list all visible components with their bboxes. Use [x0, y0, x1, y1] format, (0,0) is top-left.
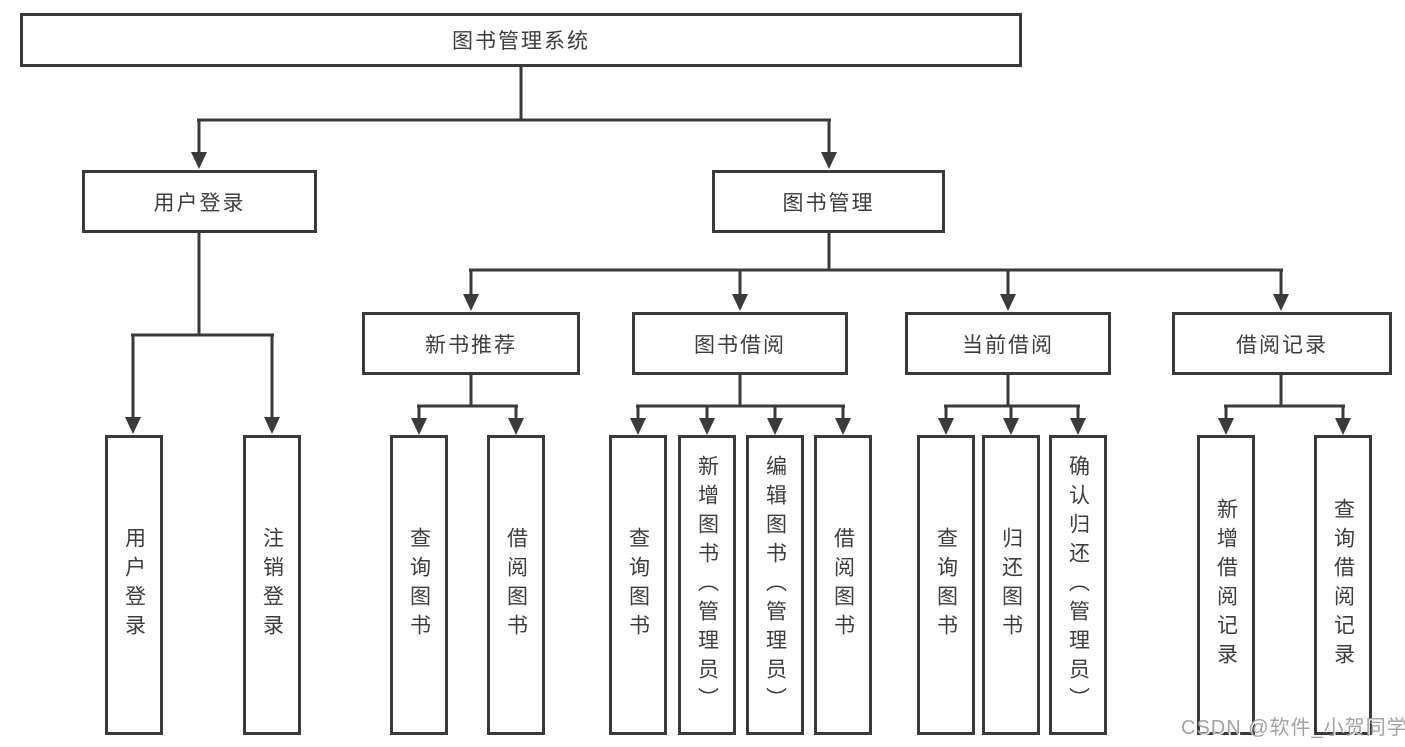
leaf-borrowing-query-books: 查询图书 [609, 435, 667, 735]
leaf-edit-books-admin: 编辑图书（管理员） [746, 435, 804, 735]
node-new-book-recommend: 新书推荐 [362, 312, 580, 375]
node-book-borrowing-label: 图书借阅 [694, 333, 786, 357]
node-user-login-branch: 用户登录 [82, 170, 317, 233]
leaf-recommend-query-books: 查询图书 [390, 435, 448, 735]
leaf-add-borrow-record: 新增借阅记录 [1197, 435, 1255, 735]
leaf-logout: 注销登录 [243, 435, 301, 735]
leaf-return-books-label: 归还图书 [999, 527, 1023, 643]
csdn-watermark: CSDN @软件_小贺同学 [1181, 717, 1405, 739]
node-book-management-branch: 图书管理 [712, 170, 945, 233]
leaf-user-login-label: 用户登录 [122, 527, 146, 643]
leaf-confirm-return-admin: 确认归还（管理员） [1049, 435, 1107, 735]
leaf-borrowing-query-books-label: 查询图书 [626, 527, 650, 643]
node-book-borrowing: 图书借阅 [632, 312, 848, 375]
node-current-borrowing-label: 当前借阅 [962, 333, 1054, 357]
node-current-borrowing: 当前借阅 [905, 312, 1111, 375]
node-user-login-branch-label: 用户登录 [153, 191, 246, 215]
node-borrowing-records: 借阅记录 [1172, 312, 1392, 375]
leaf-current-query-books: 查询图书 [917, 435, 975, 735]
leaf-query-borrow-record: 查询借阅记录 [1314, 435, 1372, 735]
leaf-confirm-return-admin-label: 确认归还（管理员） [1066, 454, 1090, 716]
leaf-edit-books-admin-label: 编辑图书（管理员） [763, 454, 787, 716]
leaf-query-borrow-record-label: 查询借阅记录 [1331, 498, 1355, 672]
leaf-add-books-admin-label: 新增图书（管理员） [695, 454, 719, 716]
node-root: 图书管理系统 [20, 13, 1022, 67]
leaf-recommend-query-books-label: 查询图书 [407, 527, 431, 643]
leaf-user-login: 用户登录 [105, 435, 163, 735]
node-new-book-recommend-label: 新书推荐 [425, 333, 517, 357]
node-borrowing-records-label: 借阅记录 [1236, 333, 1328, 357]
leaf-recommend-borrow-books-label: 借阅图书 [504, 527, 528, 643]
leaf-borrowing-borrow-books: 借阅图书 [814, 435, 872, 735]
leaf-current-query-books-label: 查询图书 [934, 527, 958, 643]
leaf-borrowing-borrow-books-label: 借阅图书 [831, 527, 855, 643]
leaf-add-borrow-record-label: 新增借阅记录 [1214, 498, 1238, 672]
node-book-management-branch-label: 图书管理 [782, 191, 875, 215]
leaf-add-books-admin: 新增图书（管理员） [678, 435, 736, 735]
leaf-return-books: 归还图书 [982, 435, 1040, 735]
leaf-recommend-borrow-books: 借阅图书 [487, 435, 545, 735]
leaf-logout-label: 注销登录 [260, 527, 284, 643]
node-root-label: 图书管理系统 [452, 30, 590, 53]
